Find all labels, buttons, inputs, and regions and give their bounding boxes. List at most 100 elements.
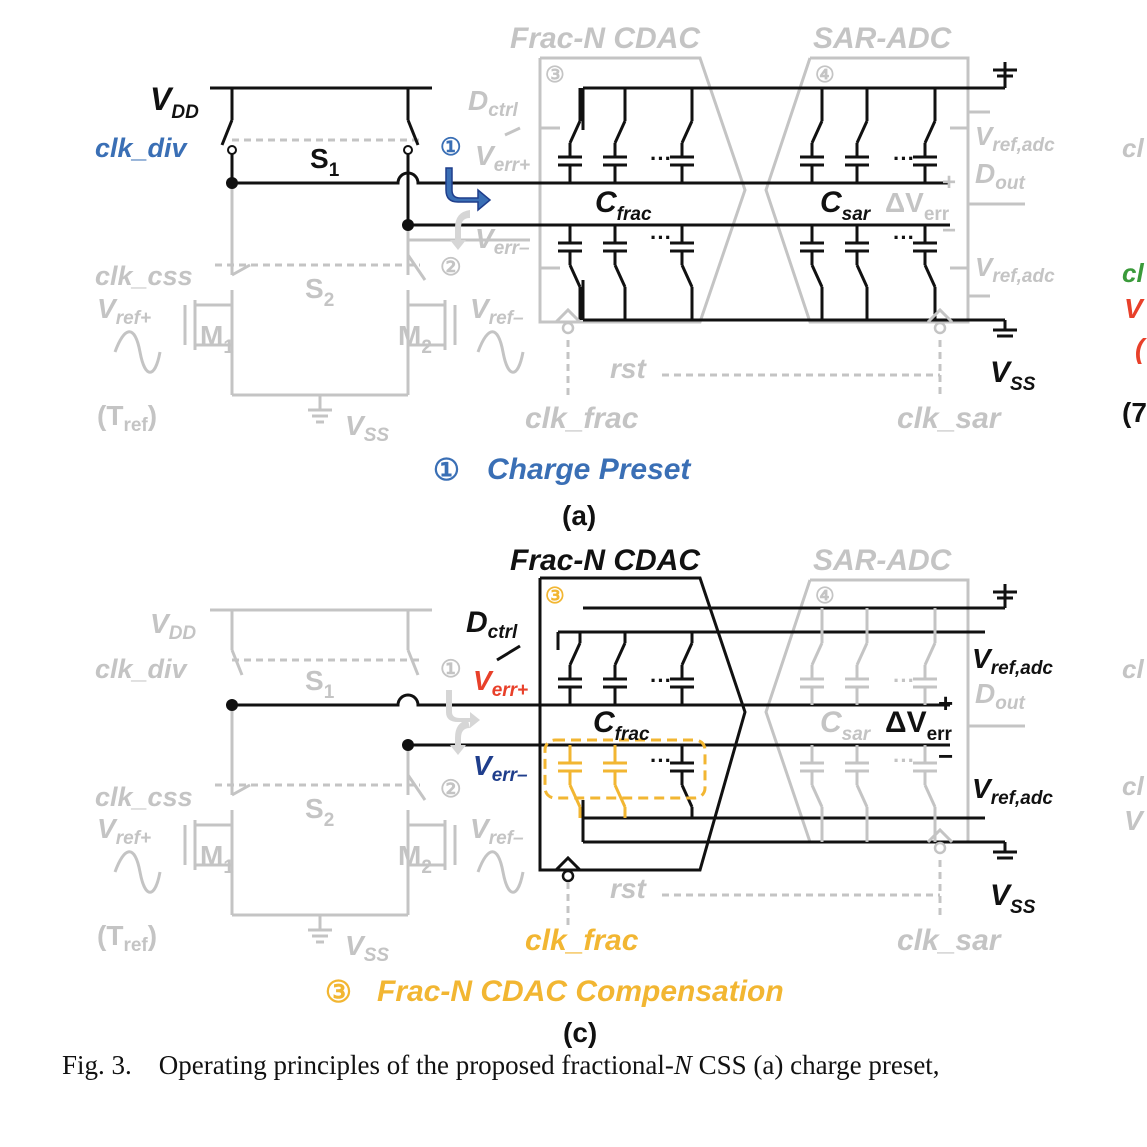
- sar-title: SAR-ADC: [813, 22, 953, 55]
- clk-sar-label: clk_sar: [897, 924, 1003, 957]
- ellipsis: ···: [893, 668, 915, 693]
- m2-label: M2: [398, 840, 432, 878]
- caption-text-end: CSS (a) charge preset,: [691, 1050, 940, 1080]
- caption-text: Operating principles of the proposed fra…: [158, 1050, 674, 1080]
- ellipsis: ···: [650, 225, 672, 250]
- edge-fragment: cl: [1122, 654, 1144, 684]
- sar-block-outline: [764, 56, 970, 324]
- step2-marker: ②: [440, 776, 462, 803]
- ellipsis: ···: [893, 225, 915, 250]
- ellipsis: ···: [893, 146, 915, 171]
- step1-marker: ①: [440, 134, 462, 161]
- vss-right-label: VSS: [990, 356, 1036, 395]
- verr-plus-label: Verr+: [475, 140, 530, 176]
- node-dot: [226, 177, 238, 189]
- figure-caption: Fig. 3. Operating principles of the prop…: [62, 1050, 940, 1081]
- ground-icon: [993, 584, 1017, 860]
- dverr-label: ΔVerr: [885, 706, 953, 745]
- ellipsis: ···: [650, 668, 672, 693]
- step3-marker: ③: [545, 583, 565, 608]
- m1-label: M1: [200, 840, 234, 878]
- clock-input-icon: [554, 307, 582, 324]
- panel-a-label: (a): [562, 500, 596, 531]
- cdac-block-outline: [538, 576, 747, 872]
- ground-icon: [308, 928, 332, 944]
- edge-fragment: cl: [1122, 258, 1144, 288]
- dverr-label: ΔVerr: [885, 187, 950, 225]
- vss-bottom-label: VSS: [345, 410, 389, 446]
- tref-label: (Tref): [97, 400, 157, 436]
- plus-sign: +: [942, 169, 956, 196]
- clock-input-icon: [926, 307, 954, 324]
- sar-title: SAR-ADC: [813, 544, 953, 577]
- edge-fragment: V: [1124, 805, 1145, 836]
- panel-c-title: Frac-N CDAC Compensation: [377, 975, 784, 1008]
- compensation-highlight: [543, 738, 707, 800]
- verr-plus-net: [232, 693, 950, 707]
- gray-arrow-icon: [450, 720, 470, 755]
- minus-sign: −: [938, 741, 953, 771]
- clk-frac-label: clk_frac: [525, 924, 639, 957]
- clk-div-label: clk_div: [95, 133, 189, 163]
- rst-label: rst: [610, 353, 647, 384]
- verr-plus-label: Verr+: [473, 665, 528, 701]
- edge-fragment: (: [1135, 333, 1147, 364]
- panel-a-labels: Frac-N CDAC SAR-ADC VDD clk_div S1 clk_c…: [95, 22, 1055, 531]
- step2-marker: ②: [440, 254, 462, 281]
- vss-right-label: VSS: [990, 879, 1036, 918]
- step4-marker: ④: [815, 62, 835, 87]
- gray-arrow-icon: [446, 690, 480, 728]
- node-dot: [402, 739, 414, 751]
- dctrl-label: Dctrl: [466, 606, 518, 643]
- edge-fragment: (7: [1122, 397, 1147, 428]
- plus-sign: +: [938, 688, 953, 718]
- vref-minus-label: Vref–: [470, 813, 524, 849]
- edge-fragment: cl: [1122, 771, 1144, 801]
- vss-bottom-label: VSS: [345, 930, 389, 966]
- csar-label: Csar: [820, 186, 872, 225]
- vrefadc-top-label: Vref,adc: [975, 121, 1055, 156]
- step4-marker: ④: [815, 583, 835, 608]
- clock-bubble-icon: [561, 869, 575, 883]
- cfrac-label: Cfrac: [593, 706, 650, 745]
- clk-sar-label: clk_sar: [897, 402, 1003, 435]
- panel-c-title-number: ③: [325, 976, 352, 1009]
- edge-fragment: V: [1124, 293, 1145, 324]
- ellipsis: ···: [650, 748, 672, 773]
- step1-marker: ①: [440, 656, 462, 683]
- minus-sign: −: [942, 217, 956, 244]
- clock-input-icon: [554, 855, 582, 872]
- panel-c: ············ Frac-N CDAC SAR-ADC VDD clk…: [95, 544, 1053, 1048]
- vdd-label: VDD: [150, 81, 199, 123]
- vrefadc-bot-label: Vref,adc: [975, 252, 1055, 287]
- clk-frac-label: clk_frac: [525, 402, 639, 435]
- clock-bubble-icon: [933, 321, 947, 335]
- cdac-title: Frac-N CDAC: [510, 22, 701, 55]
- s1-label: S1: [310, 143, 340, 181]
- tref-label: (Tref): [97, 920, 157, 956]
- caption-fig-number: Fig. 3.: [62, 1050, 132, 1080]
- s2-label: S2: [305, 793, 334, 831]
- vdd-label: VDD: [150, 608, 196, 644]
- vref-minus-label: Vref–: [470, 293, 524, 329]
- clk-css-label: clk_css: [95, 261, 193, 291]
- dout-label: Dout: [975, 158, 1025, 194]
- clock-input-icon: [926, 827, 954, 844]
- cdac-title: Frac-N CDAC: [510, 544, 701, 577]
- verr-minus-label: Verr–: [473, 750, 528, 786]
- s2-label: S2: [305, 273, 334, 311]
- charge-arrow-icon: [445, 167, 492, 212]
- verr-minus-label: Verr–: [475, 223, 530, 259]
- panel-c-label: (c): [563, 1017, 597, 1048]
- clk-div-label: clk_div: [95, 654, 189, 684]
- right-edge-fragments: cl cl (7 cl cl V ( V: [1122, 133, 1147, 836]
- s1-label: S1: [305, 665, 335, 703]
- capacitor-array: ············: [558, 88, 937, 320]
- csar-label: Csar: [820, 706, 872, 745]
- panel-c-labels: Frac-N CDAC SAR-ADC VDD clk_div S1 clk_c…: [95, 544, 1053, 1048]
- gray-arrow-icon: [450, 210, 470, 250]
- m1-label: M1: [200, 320, 234, 358]
- edge-fragment: cl: [1122, 133, 1144, 163]
- clock-bubble-icon: [561, 321, 575, 335]
